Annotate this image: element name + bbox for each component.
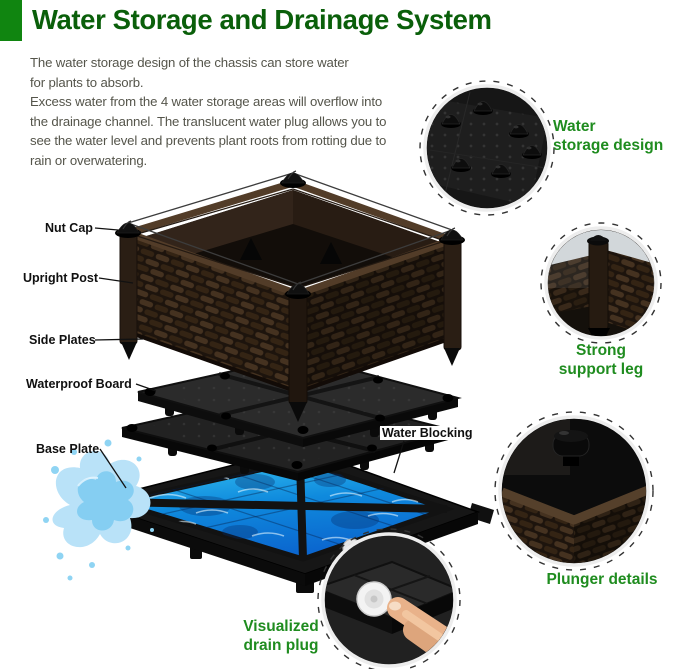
water-splash-graphic bbox=[43, 439, 154, 581]
nut-cap-detail bbox=[441, 101, 542, 178]
leader-base-plate bbox=[99, 448, 127, 489]
description-water-storage: The water storage design of the chassis … bbox=[30, 55, 349, 90]
callout-circle-plunger bbox=[494, 411, 654, 571]
drain-plug-detail bbox=[356, 581, 392, 617]
side-plates-right bbox=[298, 240, 452, 392]
callout-label-water-storage: Water storage design bbox=[553, 118, 664, 154]
support-leg-detail bbox=[588, 328, 610, 336]
part-label-water-blocking: Water Blocking bbox=[380, 426, 475, 440]
leader-nut-cap bbox=[94, 227, 142, 233]
title-accent-bar bbox=[0, 0, 22, 41]
description-overflow: Excess water from the 4 water storage ar… bbox=[30, 94, 387, 168]
upright-posts bbox=[119, 229, 462, 422]
planter-box-illustration bbox=[115, 170, 465, 422]
part-label-base-plate: Base Plate bbox=[36, 442, 100, 456]
leader-lines bbox=[94, 227, 405, 489]
leader-waterproof-board bbox=[135, 383, 157, 392]
inner-support-leg bbox=[240, 238, 262, 260]
callout-circle-water-storage bbox=[419, 80, 555, 216]
callout-circle-drain-plug bbox=[317, 528, 461, 669]
part-label-side-plates: Side Plates bbox=[29, 333, 96, 347]
water-storage-areas bbox=[106, 458, 455, 562]
part-label-nut-cap: Nut Cap bbox=[45, 221, 93, 235]
plunger-detail bbox=[552, 430, 590, 466]
callout-label-support-leg: Strong support leg bbox=[558, 342, 644, 378]
nut-caps bbox=[115, 170, 465, 299]
inner-support-leg bbox=[320, 242, 342, 264]
leader-water-blocking bbox=[393, 440, 405, 474]
page-title: Water Storage and Drainage System bbox=[32, 4, 492, 35]
callout-circle-support-leg bbox=[540, 222, 662, 344]
leader-upright-post bbox=[98, 277, 134, 284]
part-label-waterproof-board: Waterproof Board bbox=[26, 377, 132, 391]
callout-label-plunger: Plunger details bbox=[546, 571, 658, 588]
callout-label-drain-plug: Visualized drain plug bbox=[243, 618, 319, 654]
frame-wires bbox=[127, 172, 453, 285]
part-label-upright-post: Upright Post bbox=[23, 271, 98, 285]
leader-side-plates bbox=[94, 338, 144, 341]
